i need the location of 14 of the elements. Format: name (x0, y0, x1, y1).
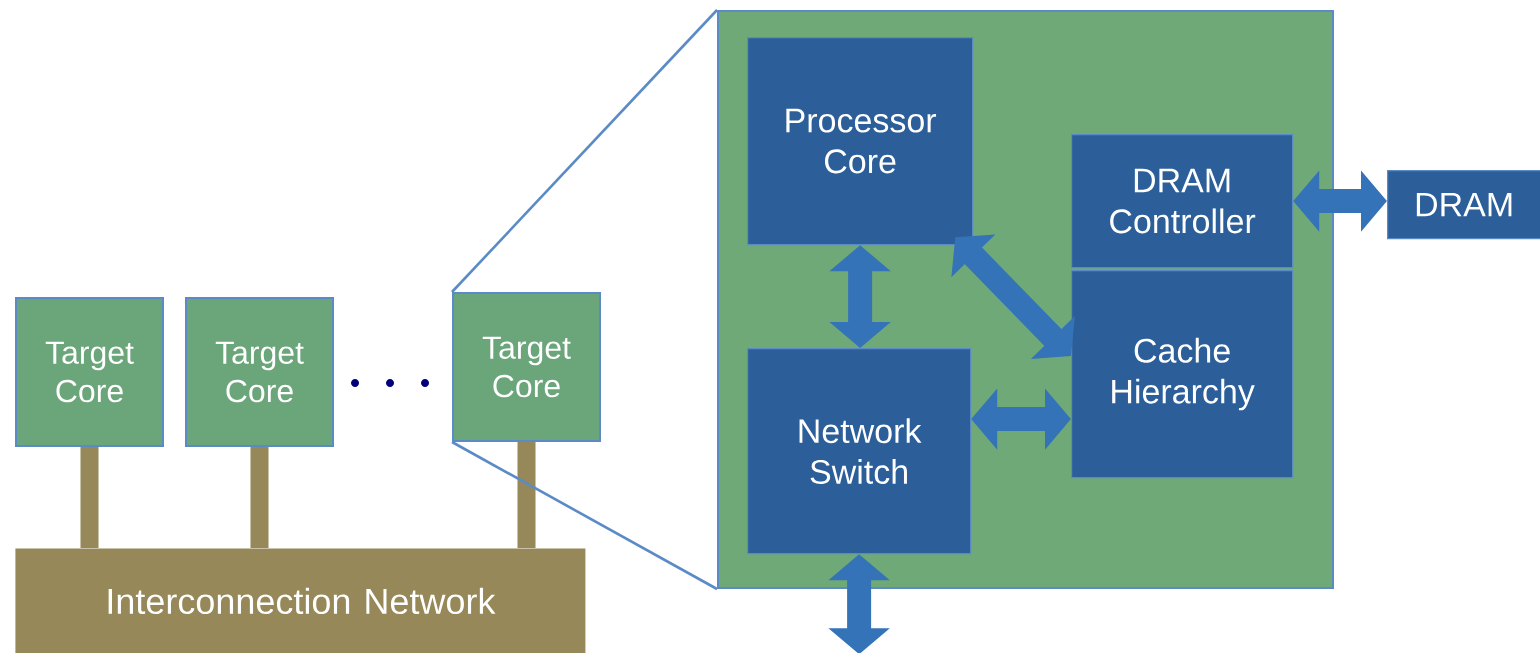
component-box: DRAM Controller (1071, 134, 1294, 269)
core-box: Target Core (452, 292, 601, 442)
connector-bar (80, 447, 99, 548)
connector-bar (250, 447, 269, 548)
component-box: DRAM (1387, 170, 1540, 240)
core-box: Target Core (185, 297, 334, 447)
connector-bar (517, 442, 536, 548)
network-bar: Interconnection Network (15, 548, 586, 653)
core-box: Target Core (15, 297, 164, 447)
zoom-line (451, 440, 718, 591)
zoom-line (451, 9, 718, 293)
component-box: Network Switch (747, 348, 972, 555)
component-box: Processor Core (747, 37, 974, 246)
component-box: Cache Hierarchy (1071, 270, 1294, 479)
